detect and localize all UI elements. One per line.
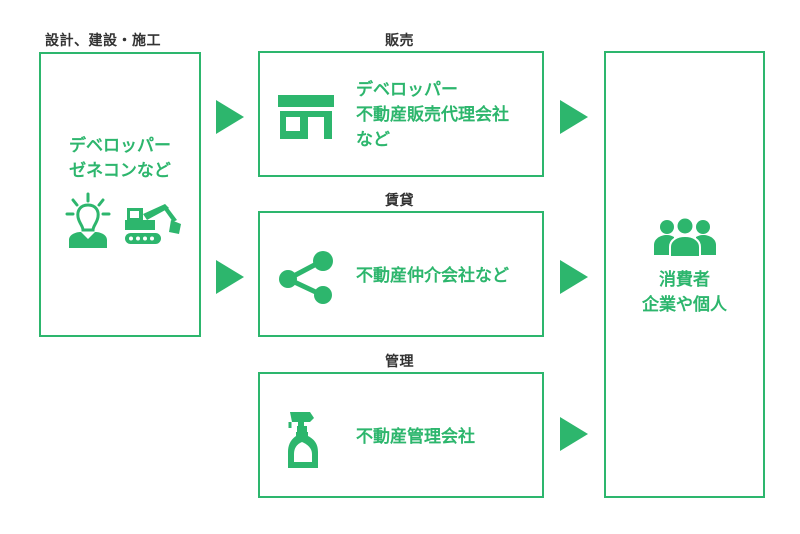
design-construction-box: デベロッパー ゼネコンなど	[39, 52, 201, 337]
left-line-1: デベロッパー	[69, 136, 171, 156]
idea-person-icon	[65, 192, 111, 248]
management-text: 不動産管理会社	[356, 425, 475, 450]
management-line-1: 不動産管理会社	[356, 427, 475, 447]
arrow-left-to-rental	[216, 260, 244, 294]
management-heading: 管理	[385, 354, 414, 370]
sales-line-1: デベロッパー	[356, 80, 458, 100]
arrow-sales-to-consumer	[560, 100, 588, 134]
consumer-line-1: 消費者	[659, 270, 710, 290]
people-group-icon	[654, 217, 716, 257]
arrow-management-to-consumer	[560, 417, 588, 451]
share-icon	[279, 251, 333, 304]
consumer-box: 消費者 企業や個人	[604, 51, 765, 498]
sales-heading: 販売	[385, 33, 414, 49]
excavator-icon	[125, 204, 181, 244]
sales-text: デベロッパー 不動産販売代理会社 など	[356, 78, 509, 153]
rental-heading: 賃貸	[385, 193, 414, 209]
sales-line-3: など	[356, 130, 390, 150]
design-construction-text: デベロッパー ゼネコンなど	[41, 134, 199, 184]
spray-bottle-icon	[288, 412, 318, 468]
arrow-rental-to-consumer	[560, 260, 588, 294]
sales-line-2: 不動産販売代理会社	[356, 105, 509, 125]
consumer-text: 消費者 企業や個人	[606, 268, 763, 318]
rental-line-1: 不動産仲介会社など	[356, 266, 509, 286]
left-line-2: ゼネコンなど	[69, 161, 171, 181]
rental-box: 不動産仲介会社など	[258, 211, 544, 337]
arrow-left-to-sales	[216, 100, 244, 134]
rental-text: 不動産仲介会社など	[356, 264, 509, 289]
store-icon	[278, 95, 334, 139]
management-box: 不動産管理会社	[258, 372, 544, 498]
consumer-line-2: 企業や個人	[642, 295, 727, 315]
sales-box: デベロッパー 不動産販売代理会社 など	[258, 51, 544, 177]
design-construction-heading: 設計、建設・施工	[45, 33, 161, 49]
